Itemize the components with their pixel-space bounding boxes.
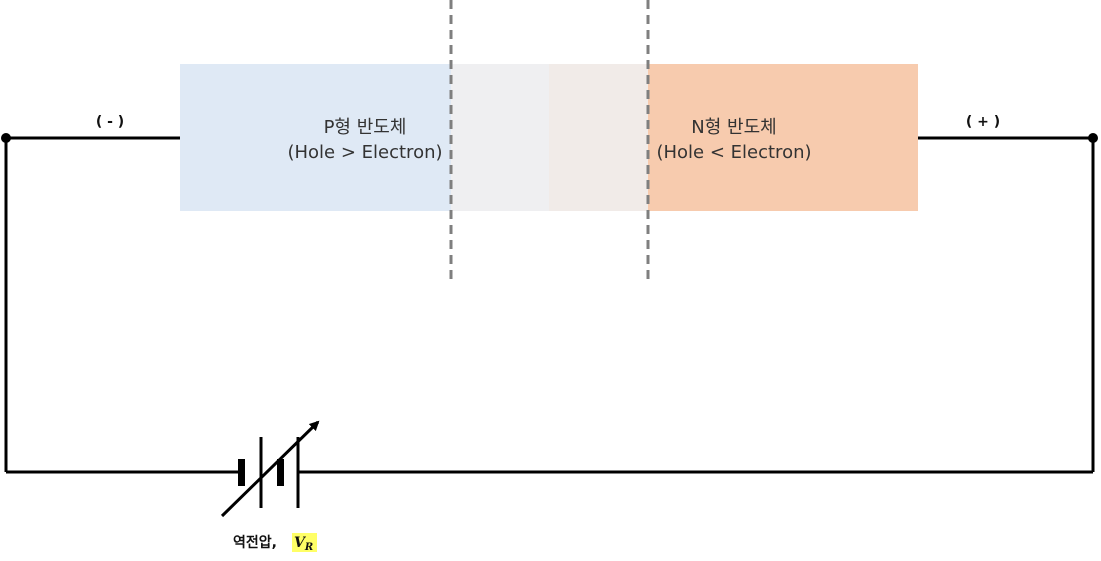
p-type-region — [180, 64, 451, 211]
depletion-region-n-side — [549, 64, 648, 211]
p-region-subtitle: (Hole > Electron) — [287, 142, 442, 163]
p-region-title: P형 반도체 — [324, 117, 407, 138]
reverse-voltage-caption: 역전압, — [233, 534, 277, 551]
left-terminal-node — [1, 133, 11, 143]
positive-terminal-label: ( + ) — [966, 114, 1000, 130]
right-terminal-node — [1088, 133, 1098, 143]
depletion-region-p-side — [451, 64, 549, 211]
battery-short-plate-1 — [238, 459, 245, 486]
n-type-region — [648, 64, 918, 211]
n-region-subtitle: (Hole < Electron) — [656, 142, 811, 163]
variable-arrow-icon — [220, 420, 320, 518]
variable-battery-symbol — [220, 420, 320, 518]
n-region-title: N형 반도체 — [691, 117, 776, 138]
vr-highlight — [292, 533, 317, 552]
battery-short-plate-2 — [277, 459, 284, 486]
circuit-wires — [4, 136, 1095, 474]
negative-terminal-label: ( - ) — [96, 114, 124, 130]
vr-symbol: VR — [294, 535, 313, 553]
